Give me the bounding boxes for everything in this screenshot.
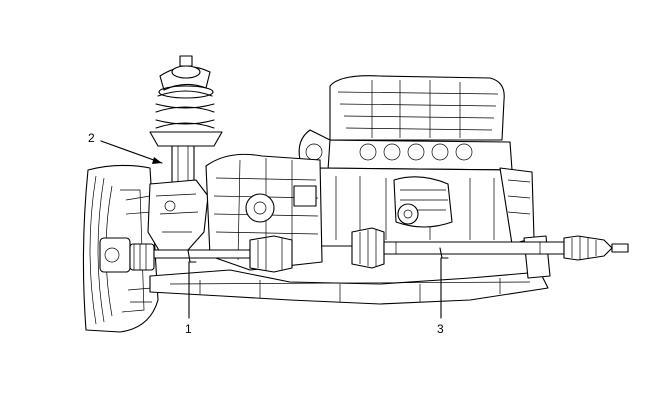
- wheel-hub: [82, 164, 159, 333]
- leader-lines: [100, 140, 442, 319]
- strut-assembly: [147, 55, 223, 253]
- callout-label-2: 2: [88, 131, 95, 145]
- callout-label-1: 1: [185, 322, 192, 336]
- left-drive-shaft: [129, 235, 293, 273]
- engine-block: [298, 75, 535, 247]
- right-drive-shaft: [351, 227, 629, 269]
- callout-label-3: 3: [437, 322, 444, 336]
